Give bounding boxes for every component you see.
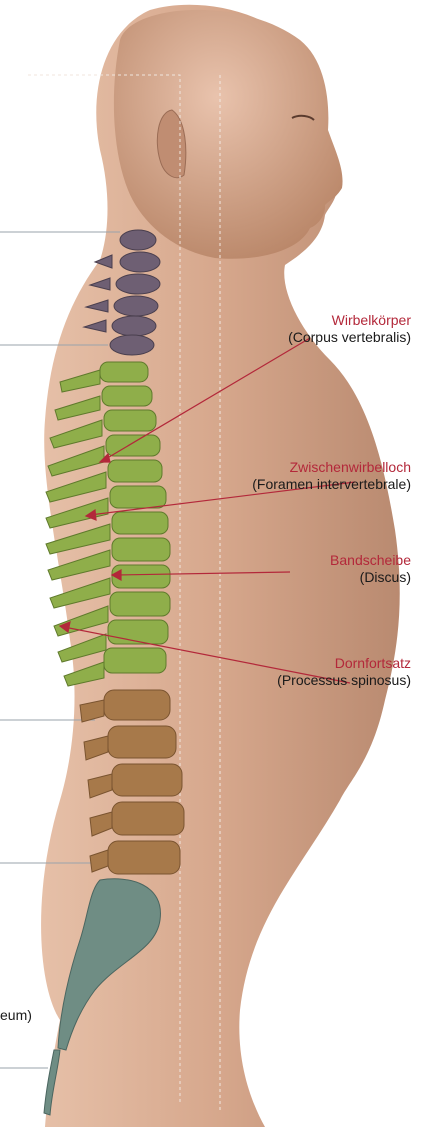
label-wirbelkoerper: Wirbelkörper (Corpus vertebralis) [288, 312, 411, 346]
label-german: Wirbelkörper [288, 312, 411, 329]
label-latin: (Foramen intervertebrale) [252, 476, 411, 493]
label-bandscheibe: Bandscheibe (Discus) [330, 552, 411, 586]
label-dornfortsatz: Dornfortsatz (Processus spinosus) [277, 655, 411, 689]
head [114, 10, 343, 259]
label-latin: (Corpus vertebralis) [288, 329, 411, 346]
label-zwischenwirbelloch: Zwischenwirbelloch (Foramen intervertebr… [252, 459, 411, 493]
partial-label-left: eum) [0, 1007, 32, 1023]
label-german: Zwischenwirbelloch [252, 459, 411, 476]
label-german: Dornfortsatz [277, 655, 411, 672]
label-german: Bandscheibe [330, 552, 411, 569]
label-latin: (Discus) [330, 569, 411, 586]
label-latin: (Processus spinosus) [277, 672, 411, 689]
